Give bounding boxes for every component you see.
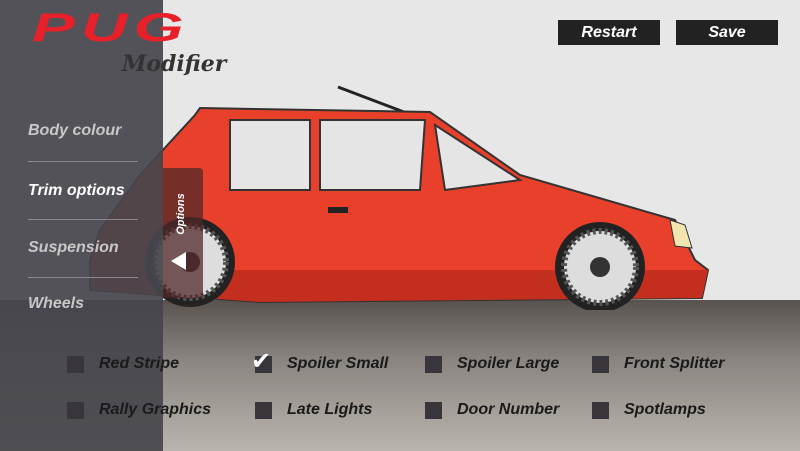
option-label: Front Splitter [624, 355, 725, 372]
option-label: Spoiler Large [457, 355, 560, 372]
collapse-arrow-icon [171, 252, 186, 270]
option-front-splitter[interactable]: Front Splitter [592, 355, 724, 373]
option-label: Door Number [457, 401, 560, 418]
option-spoiler-small[interactable]: ✔ Spoiler Small [251, 349, 389, 373]
option-late-lights[interactable]: Late Lights [255, 401, 372, 419]
option-spotlamps[interactable]: Spotlamps [592, 401, 706, 419]
checkbox[interactable] [425, 401, 442, 419]
option-spoiler-large[interactable]: Spoiler Large [425, 355, 559, 373]
checkmark-icon: ✔ [251, 347, 272, 375]
option-label: Spoiler Small [287, 355, 389, 372]
restart-button[interactable]: Restart [558, 20, 660, 45]
checkbox[interactable] [592, 355, 609, 373]
checkbox[interactable] [255, 401, 272, 419]
front-wheel [555, 222, 645, 310]
logo-title: PUG [32, 6, 190, 50]
option-door-number[interactable]: Door Number [425, 401, 559, 419]
option-label: Red Stripe [99, 355, 180, 372]
option-label: Late Lights [287, 401, 373, 418]
pug-modifier-logo: PUG Modifier [32, 8, 232, 88]
menu-wheels[interactable]: Wheels [28, 295, 85, 312]
logo-subtitle: Modifier [122, 51, 227, 77]
divider [28, 161, 138, 162]
options-tab[interactable]: Options [163, 168, 203, 298]
menu-body-colour[interactable]: Body colour [28, 122, 122, 139]
checkbox[interactable]: ✔ [251, 349, 272, 373]
menu-suspension[interactable]: Suspension [28, 239, 119, 256]
checkbox[interactable] [67, 401, 84, 419]
option-label: Spotlamps [624, 401, 706, 418]
side-panel [0, 0, 163, 451]
option-red-stripe[interactable]: Red Stripe [67, 355, 179, 373]
divider [28, 219, 138, 220]
options-tab-label: Options [174, 193, 187, 235]
checkbox[interactable] [592, 401, 609, 419]
option-label: Rally Graphics [99, 401, 212, 418]
checkbox[interactable] [425, 355, 442, 373]
option-rally-graphics[interactable]: Rally Graphics [67, 401, 211, 419]
checkbox[interactable] [67, 355, 84, 373]
save-button[interactable]: Save [676, 20, 778, 45]
divider [28, 277, 138, 278]
menu-trim-options[interactable]: Trim options [28, 182, 125, 199]
